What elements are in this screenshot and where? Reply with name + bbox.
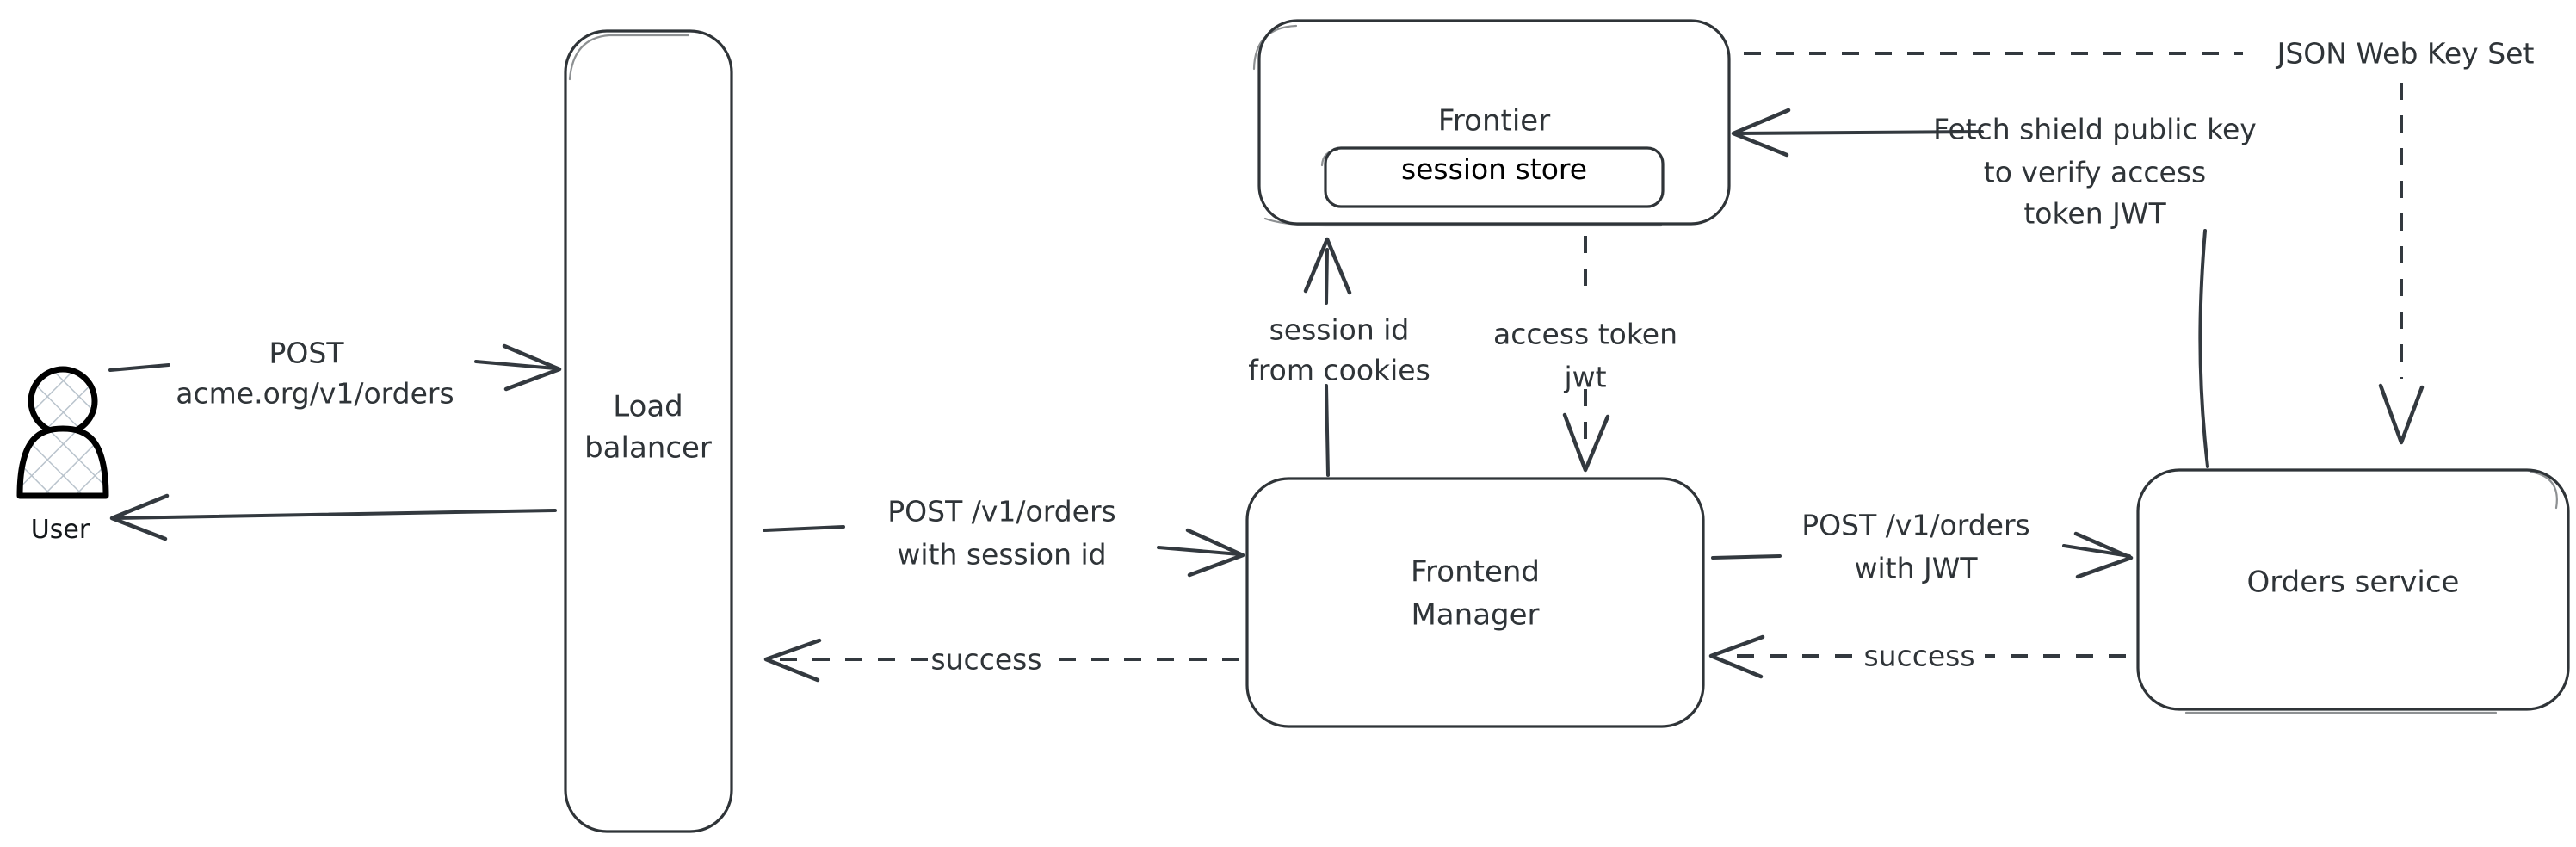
session-store-box <box>1324 146 1665 208</box>
node-frontend-manager[interactable]: Frontend Manager <box>1245 477 1705 728</box>
load-balancer-label-line1: Load <box>613 390 683 424</box>
session-store-sketch-edge <box>1320 148 1339 167</box>
frontier-sketch-edge <box>1252 24 1663 227</box>
node-orders-service[interactable]: Orders service <box>2136 468 2570 714</box>
frontier-label: Frontier <box>1438 104 1550 139</box>
edge-frontier-to-fm-label-line1: access token <box>1493 318 1677 351</box>
edge-orders-to-frontier-line <box>1738 130 1984 135</box>
edge-frontend-manager-to-load-balancer: success <box>763 638 1239 683</box>
node-frontier[interactable]: Frontier session store <box>1252 19 1731 227</box>
edge-orders-to-frontier-curve <box>2198 229 2209 468</box>
edge-fm-to-lb-label: success <box>930 643 1041 677</box>
edge-orders-service-to-frontier: Fetch shield public key to verify access… <box>1731 108 2257 468</box>
edge-lb-to-fm-label-line1: POST /v1/orders <box>887 495 1115 529</box>
edge-frontier-to-fm-arrowhead <box>1562 412 1610 473</box>
edge-orders-to-frontier-label-line3: token JWT <box>2023 197 2166 231</box>
load-balancer-sketch-edge <box>568 34 690 81</box>
edge-lb-to-fm-line-left <box>763 525 845 532</box>
node-load-balancer[interactable]: Load balancer <box>564 29 733 833</box>
edge-frontier-to-frontend-manager: access token jwt <box>1493 236 1677 473</box>
orders-service-label: Orders service <box>2247 566 2460 600</box>
load-balancer-box <box>564 29 733 833</box>
user-person-icon-head <box>28 366 98 436</box>
edge-orders-to-frontier-arrowhead <box>1731 108 1791 158</box>
edge-jwks-arrowhead <box>2378 383 2425 445</box>
edge-user-to-lb-line-right <box>474 360 557 370</box>
edge-fm-to-orders-line-left <box>1711 554 1782 560</box>
edge-fm-to-frontier-line-lower <box>1325 384 1330 477</box>
edge-lb-to-fm-line-right <box>1157 546 1241 556</box>
edge-lb-to-fm-label-line2: with session id <box>897 538 1106 572</box>
edge-fm-to-frontier-arrowhead <box>1303 237 1352 295</box>
edge-jwks-label: JSON Web Key Set <box>2276 37 2535 71</box>
edge-orders-to-frontier-label-line1: Fetch shield public key <box>1933 113 2257 146</box>
edge-frontend-manager-to-frontier: session id from cookies <box>1248 237 1430 477</box>
orders-service-sketch-edge <box>2184 470 2558 714</box>
edge-load-balancer-to-user <box>109 493 557 541</box>
edge-orders-to-fm-arrowhead <box>1708 634 1765 679</box>
edge-lb-to-user-arrowhead <box>109 493 170 541</box>
session-store-label: session store <box>1401 152 1587 186</box>
edge-load-balancer-to-frontend-manager: POST /v1/orders with session id <box>763 495 1245 578</box>
edge-lb-to-user-line <box>114 509 557 520</box>
edge-user-to-load-balancer: POST acme.org/v1/orders <box>108 337 562 411</box>
edge-orders-to-fm-label: success <box>1863 640 1974 673</box>
orders-service-box <box>2136 468 2570 711</box>
edge-user-to-lb-line-left <box>108 363 170 372</box>
edge-fm-to-frontier-label-line1: session id <box>1269 313 1410 347</box>
edge-fm-to-lb-arrowhead <box>763 638 822 683</box>
edge-orders-service-to-frontend-manager: success <box>1708 634 2126 679</box>
actor-user[interactable]: User <box>16 366 109 545</box>
edge-fm-to-frontier-label-line2: from cookies <box>1248 354 1430 387</box>
edge-fm-to-orders-label-line2: with JWT <box>1854 552 1978 585</box>
user-person-icon-body <box>16 425 109 499</box>
edge-lb-to-fm-arrowhead <box>1185 528 1245 578</box>
edge-fm-to-frontier-line-upper <box>1325 248 1329 305</box>
edge-user-to-lb-label-line1: POST <box>269 337 345 370</box>
frontend-manager-box <box>1245 477 1705 728</box>
edge-user-to-lb-arrowhead <box>502 343 562 392</box>
actor-user-label: User <box>31 515 90 545</box>
edge-user-to-lb-label-line2: acme.org/v1/orders <box>176 377 454 411</box>
edge-frontend-manager-to-orders-service: POST /v1/orders with JWT <box>1711 509 2134 585</box>
node-session-store[interactable]: session store <box>1320 146 1665 208</box>
edge-fm-to-orders-label-line1: POST /v1/orders <box>1801 509 2029 542</box>
edge-jwks-to-orders-service: JSON Web Key Set <box>1744 37 2535 445</box>
edge-orders-to-frontier-label-line2: to verify access <box>1984 156 2206 189</box>
frontend-manager-label-line2: Manager <box>1411 598 1539 633</box>
edge-frontier-to-fm-label-line2: jwt <box>1563 361 1606 394</box>
load-balancer-label-line2: balancer <box>584 431 712 466</box>
frontend-manager-label-line1: Frontend <box>1411 555 1540 590</box>
edge-fm-to-orders-arrowhead <box>2073 531 2134 579</box>
